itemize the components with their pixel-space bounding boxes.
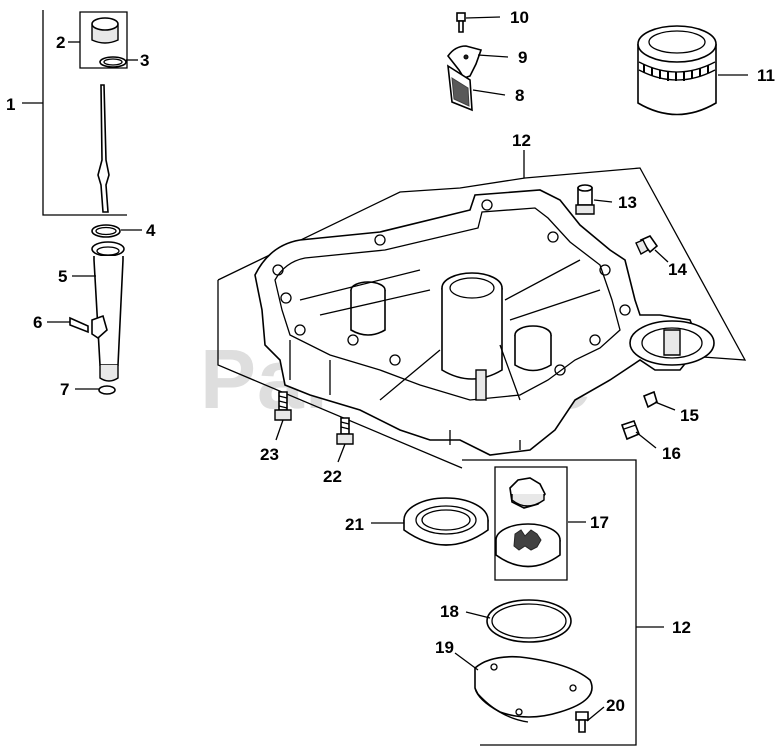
callout-14: 14 [668,260,687,279]
callout-10: 10 [510,8,529,27]
callout-17: 17 [590,513,609,532]
dipstick-assembly[interactable] [42,10,128,216]
callout-labels: 1 2 3 4 5 6 7 8 9 10 11 12 13 14 15 16 1… [6,8,775,715]
o-ring-18[interactable] [486,599,572,643]
callout-3: 3 [140,51,149,70]
o-ring-4[interactable] [91,224,121,238]
callout-bracket-12 [462,459,637,746]
callout-13: 13 [618,193,637,212]
bolt-23[interactable] [274,391,292,421]
screw-20[interactable] [575,711,589,733]
fitting-14[interactable] [635,235,659,255]
callout-16: 16 [662,444,681,463]
breather-filter-8[interactable] [447,64,473,112]
callout-2: 2 [56,33,65,52]
callout-4: 4 [146,221,156,240]
cover-plate-19[interactable] [474,655,593,723]
leader-lines [22,16,748,722]
callout-11: 11 [757,66,775,85]
callout-6: 6 [33,313,42,332]
callout-15: 15 [680,406,699,425]
breather-cover-9[interactable] [447,45,483,79]
tube-bracket-6[interactable] [69,314,108,340]
plug-15[interactable] [642,390,658,409]
callout-20: 20 [606,696,625,715]
plug-16[interactable] [620,419,641,441]
callout-5: 5 [58,267,67,286]
callout-8: 8 [515,86,524,105]
callout-7: 7 [60,380,69,399]
oil-pump-rotor-17[interactable] [494,466,568,581]
plug-13[interactable] [575,184,595,215]
oil-pan[interactable] [217,167,747,469]
callout-23: 23 [260,445,279,464]
callout-22: 22 [323,467,342,486]
bolt-22[interactable] [336,417,354,445]
callout-18: 18 [440,602,459,621]
oil-filter[interactable] [637,25,717,116]
callout-9: 9 [518,48,527,67]
dipstick-tube[interactable] [91,241,125,382]
bolt-10[interactable] [456,12,466,33]
callout-12-top: 12 [512,131,531,150]
callout-1: 1 [6,95,15,114]
callout-21: 21 [345,515,364,534]
callout-19: 19 [435,638,454,657]
o-ring-7[interactable] [98,385,116,395]
oil-seal-21[interactable] [403,497,489,546]
callout-12-bottom: 12 [672,618,691,637]
